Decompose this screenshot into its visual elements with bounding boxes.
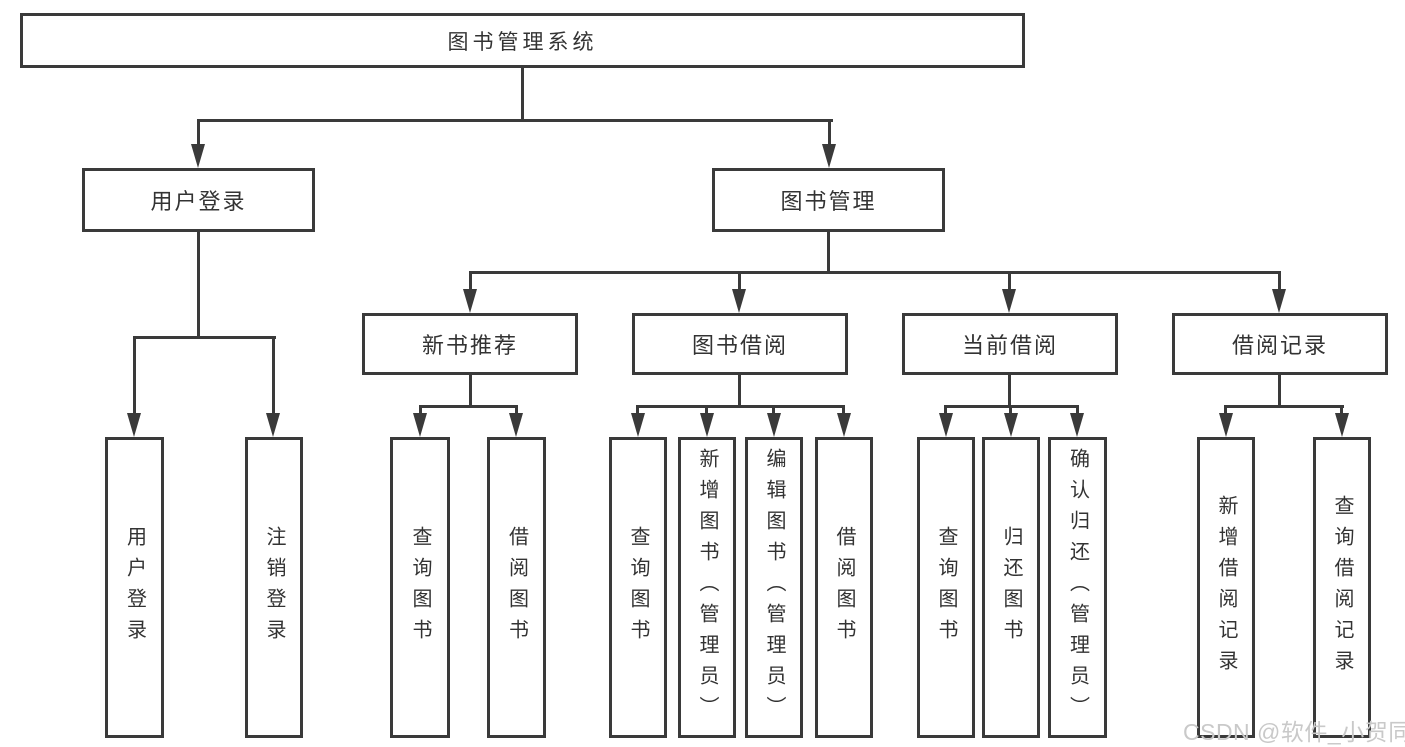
arrowhead-icon [939, 413, 953, 437]
connector-line [515, 405, 518, 417]
leaf-borrow-book-label: 借阅图书 [833, 525, 855, 650]
node-borrow-record-label: 借阅记录 [1231, 333, 1328, 358]
leaf-query-borrow-record-label: 查询借阅记录 [1331, 494, 1353, 681]
leaf-query-borrow-record: 查询借阅记录 [1313, 437, 1371, 738]
leaf-logout: 注销登录 [245, 437, 303, 738]
arrowhead-icon [266, 413, 280, 437]
arrowhead-icon [1070, 413, 1084, 437]
connector-line [521, 68, 524, 121]
connector-line [133, 336, 276, 339]
connector-line [272, 336, 275, 416]
connector-line [842, 405, 845, 417]
arrowhead-icon [837, 413, 851, 437]
connector-line [828, 119, 831, 149]
leaf-borrow-book-recommend: 借阅图书 [487, 437, 546, 738]
leaf-user-login-label: 用户登录 [123, 525, 146, 650]
leaf-edit-book-admin: 编辑图书（管理员） [745, 437, 803, 738]
connector-line [637, 405, 845, 408]
leaf-add-borrow-record: 新增借阅记录 [1197, 437, 1255, 738]
csdn-watermark: CSDN @软件_小贺同学 [1183, 719, 1405, 745]
arrowhead-icon [1002, 289, 1016, 313]
connector-line [419, 405, 518, 408]
node-user-login-label: 用户登录 [150, 189, 247, 214]
connector-line [469, 271, 472, 293]
leaf-user-login: 用户登录 [105, 437, 164, 738]
connector-line [945, 405, 1079, 408]
connector-line [1225, 405, 1344, 408]
connector-line [772, 405, 775, 417]
node-new-book-recommend-label: 新书推荐 [421, 333, 518, 358]
connector-line [636, 405, 639, 417]
leaf-borrow-book-recommend-label: 借阅图书 [505, 525, 528, 650]
node-borrow-record: 借阅记录 [1172, 313, 1388, 375]
leaf-confirm-return-admin-label: 确认归还（管理员） [1066, 448, 1089, 727]
connector-line [197, 119, 833, 122]
leaf-add-book-admin-label: 新增图书（管理员） [696, 448, 718, 727]
connector-line [197, 232, 200, 338]
connector-line [1224, 405, 1227, 417]
arrowhead-icon [767, 413, 781, 437]
arrowhead-icon [413, 413, 427, 437]
leaf-add-borrow-record-label: 新增借阅记录 [1215, 494, 1237, 681]
connector-line [738, 375, 741, 407]
node-current-borrow-label: 当前借阅 [961, 333, 1058, 358]
leaf-return-book-label: 归还图书 [1000, 525, 1022, 650]
node-user-login: 用户登录 [82, 168, 315, 232]
leaf-query-book-current: 查询图书 [917, 437, 975, 738]
leaf-edit-book-admin-label: 编辑图书（管理员） [763, 448, 785, 727]
node-book-management-label: 图书管理 [780, 189, 877, 214]
leaf-query-book-borrow-label: 查询图书 [627, 525, 649, 650]
connector-line [469, 271, 1281, 274]
arrowhead-icon [1335, 413, 1349, 437]
leaf-confirm-return-admin: 确认归还（管理员） [1048, 437, 1107, 738]
arrowhead-icon [1272, 289, 1286, 313]
node-book-management: 图书管理 [712, 168, 945, 232]
arrowhead-icon [822, 144, 836, 168]
arrowhead-icon [509, 413, 523, 437]
connector-line [1009, 405, 1012, 417]
arrowhead-icon [463, 289, 477, 313]
connector-line [1278, 271, 1281, 293]
node-current-borrow: 当前借阅 [902, 313, 1118, 375]
leaf-query-book-recommend-label: 查询图书 [409, 525, 431, 650]
leaf-return-book: 归还图书 [982, 437, 1040, 738]
leaf-query-book-recommend: 查询图书 [390, 437, 450, 738]
connector-line [827, 232, 830, 274]
arrowhead-icon [732, 289, 746, 313]
connector-line [1278, 375, 1281, 407]
connector-line [1340, 405, 1343, 417]
connector-line [469, 375, 472, 407]
connector-line [197, 119, 200, 149]
node-book-borrow: 图书借阅 [632, 313, 848, 375]
arrowhead-icon [127, 413, 141, 437]
connector-line [738, 271, 741, 293]
connector-line [1076, 405, 1079, 417]
connector-line [419, 405, 422, 417]
arrowhead-icon [1219, 413, 1233, 437]
connector-line [1008, 375, 1011, 407]
connector-line [705, 405, 708, 417]
node-root: 图书管理系统 [20, 13, 1025, 68]
connector-line [1008, 271, 1011, 293]
arrowhead-icon [1004, 413, 1018, 437]
leaf-query-book-current-label: 查询图书 [935, 525, 957, 650]
arrowhead-icon [700, 413, 714, 437]
node-root-label: 图书管理系统 [447, 30, 598, 54]
arrowhead-icon [191, 144, 205, 168]
connector-line [133, 336, 136, 416]
leaf-logout-label: 注销登录 [263, 525, 285, 650]
leaf-borrow-book: 借阅图书 [815, 437, 873, 738]
node-new-book-recommend: 新书推荐 [362, 313, 578, 375]
leaf-query-book-borrow: 查询图书 [609, 437, 667, 738]
connector-line [944, 405, 947, 417]
arrowhead-icon [631, 413, 645, 437]
leaf-add-book-admin: 新增图书（管理员） [678, 437, 736, 738]
node-book-borrow-label: 图书借阅 [691, 333, 788, 358]
